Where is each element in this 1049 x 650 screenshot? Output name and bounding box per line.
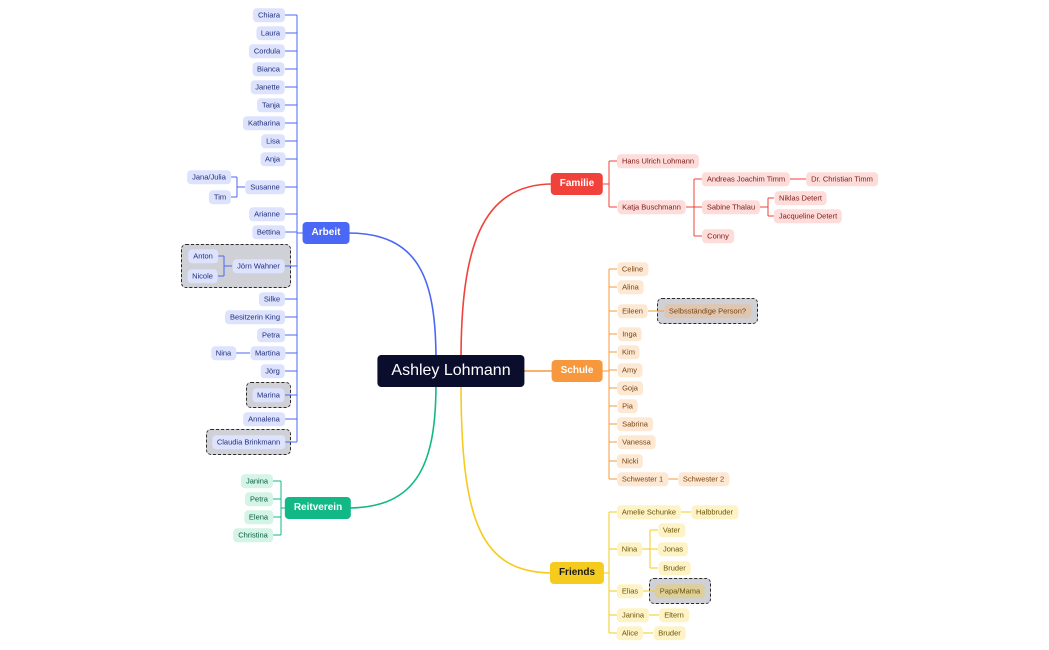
topic-petra[interactable]: Petra <box>245 492 273 506</box>
main-topic-reitverein[interactable]: Reitverein <box>284 497 352 519</box>
topic-amelie-schunke[interactable]: Amelie Schunke <box>616 505 682 519</box>
topic-marina[interactable]: Marina <box>252 388 285 402</box>
topic-pia[interactable]: Pia <box>617 399 638 413</box>
topic-lisa[interactable]: Lisa <box>261 134 285 148</box>
topic-celine[interactable]: Celine <box>616 262 649 276</box>
central-topic[interactable]: Ashley Lohmann <box>377 355 525 387</box>
topic-chiara[interactable]: Chiara <box>252 8 286 22</box>
topic-laura[interactable]: Laura <box>255 26 286 40</box>
topic-janina[interactable]: Janina <box>240 474 274 488</box>
topic-nicki[interactable]: Nicki <box>616 454 644 468</box>
topic-elena[interactable]: Elena <box>243 510 274 524</box>
subtopic-dr-christian-timm[interactable]: Dr. Christian Timm <box>806 172 878 186</box>
subtopic-nina[interactable]: Nina <box>210 346 237 360</box>
topic-bianca[interactable]: Bianca <box>252 62 285 76</box>
topic-katja-buschmann[interactable]: Katja Buschmann <box>617 200 686 214</box>
topic-hans-ulrich-lohmann[interactable]: Hans Ulrich Lohmann <box>616 154 700 168</box>
main-topic-arbeit[interactable]: Arbeit <box>302 222 350 244</box>
subtopic-anton[interactable]: Anton <box>188 249 218 263</box>
subtopic-conny[interactable]: Conny <box>702 229 734 243</box>
topic-vanessa[interactable]: Vanessa <box>617 435 656 449</box>
subtopic-sabine-thalau[interactable]: Sabine Thalau <box>701 200 761 214</box>
subtopic-halbbruder[interactable]: Halbbruder <box>690 505 739 519</box>
topic-alina[interactable]: Alina <box>617 280 644 294</box>
subtopic-jacqueline-detert[interactable]: Jacqueline Detert <box>773 209 843 223</box>
topic-besitzerin-king[interactable]: Besitzerin King <box>224 310 286 324</box>
topic-christina[interactable]: Christina <box>233 528 273 542</box>
topic-nina[interactable]: Nina <box>616 542 643 556</box>
topic-jorg[interactable]: Jörg <box>260 364 285 378</box>
subtopic-schwester-2[interactable]: Schwester 2 <box>677 472 730 486</box>
topic-tanja[interactable]: Tanja <box>257 98 285 112</box>
topic-jorn-wahner[interactable]: Jörn Wahner <box>232 259 285 273</box>
topic-kim[interactable]: Kim <box>617 345 640 359</box>
topic-eileen[interactable]: Eileen <box>617 304 648 318</box>
subtopic-niklas-detert[interactable]: Niklas Detert <box>774 191 827 205</box>
subtopic-eltern[interactable]: Eltern <box>659 608 689 622</box>
connector-line <box>347 232 437 362</box>
topic-sabrina[interactable]: Sabrina <box>617 417 653 431</box>
topic-petra[interactable]: Petra <box>257 328 285 342</box>
topic-janina[interactable]: Janina <box>616 608 650 622</box>
topic-janette[interactable]: Janette <box>250 80 285 94</box>
topic-inga[interactable]: Inga <box>617 327 642 341</box>
topic-bettina[interactable]: Bettina <box>251 225 286 239</box>
subtopic-selbsstandige-person[interactable]: Selbsständige Person? <box>663 304 752 318</box>
subtopic-bruder[interactable]: Bruder <box>653 626 686 640</box>
subtopic-vater[interactable]: Vater <box>657 523 686 537</box>
subtopic-bruder[interactable]: Bruder <box>658 561 691 575</box>
topic-alice[interactable]: Alice <box>616 626 644 640</box>
connector-line <box>460 382 554 574</box>
topic-elias[interactable]: Elias <box>616 584 644 598</box>
main-topic-schule[interactable]: Schule <box>551 360 603 382</box>
topic-amy[interactable]: Amy <box>617 363 642 377</box>
topic-katharina[interactable]: Katharina <box>242 116 286 130</box>
topic-arianne[interactable]: Arianne <box>249 207 285 221</box>
topic-silke[interactable]: Silke <box>258 292 286 306</box>
subtopic-papa-mama[interactable]: Papa/Mama <box>654 584 706 598</box>
connector-line <box>460 183 554 362</box>
topic-susanne[interactable]: Susanne <box>245 180 285 194</box>
topic-claudia-brinkmann[interactable]: Claudia Brinkmann <box>211 435 286 449</box>
topic-anja[interactable]: Anja <box>259 152 286 166</box>
topic-martina[interactable]: Martina <box>249 346 286 360</box>
topic-cordula[interactable]: Cordula <box>248 44 286 58</box>
connector-line <box>347 382 437 509</box>
topic-goja[interactable]: Goja <box>617 381 643 395</box>
subtopic-jonas[interactable]: Jonas <box>657 542 689 556</box>
topic-schwester-1[interactable]: Schwester 1 <box>616 472 669 486</box>
main-topic-friends[interactable]: Friends <box>549 562 605 584</box>
main-topic-familie[interactable]: Familie <box>550 173 604 195</box>
subtopic-jana-julia[interactable]: Jana/Julia <box>187 170 231 184</box>
subtopic-andreas-joachim-timm[interactable]: Andreas Joachim Timm <box>701 172 791 186</box>
subtopic-nicole[interactable]: Nicole <box>187 269 218 283</box>
subtopic-tim[interactable]: Tim <box>208 190 232 204</box>
topic-annalena[interactable]: Annalena <box>243 412 285 426</box>
